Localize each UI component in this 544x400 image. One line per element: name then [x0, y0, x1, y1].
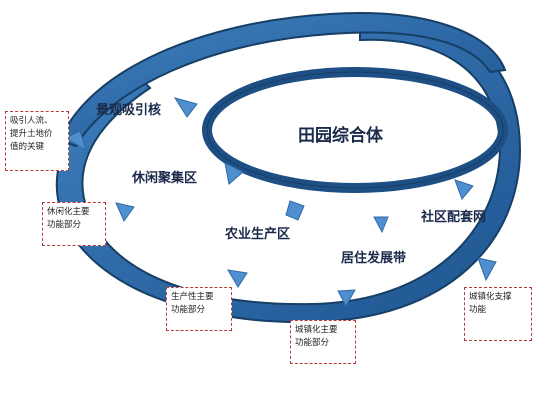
arrow-leisure: [224, 162, 244, 185]
arrow-right: [477, 257, 497, 282]
callout-leisure-function-text: 休闲化主要 功能部分: [47, 207, 90, 230]
callout-urban-support-text: 城镇化支撑 功能: [469, 292, 512, 315]
arrow-left-mid: [115, 202, 135, 223]
callout-urban-function-text: 城镇化主要 功能部分: [295, 325, 338, 348]
zone-landscape-label: 景观吸引核: [96, 103, 162, 118]
zone-residence-label: 居住发展带: [341, 251, 407, 266]
zone-leisure-label: 休闲聚集区: [132, 171, 198, 186]
zone-community-label: 社区配套网: [421, 210, 487, 225]
arrow-landscape: [173, 97, 198, 118]
callout-urban-function: 城镇化主要 功能部分: [290, 320, 356, 364]
center-title: 田园综合体: [298, 126, 383, 146]
arrow-residence: [373, 216, 389, 234]
zone-agriculture-label: 农业生产区: [225, 227, 291, 242]
arrow-bottom-mid: [337, 289, 356, 308]
callout-production-function-text: 生产性主要 功能部分: [171, 292, 214, 315]
arrow-agriculture: [285, 200, 305, 221]
callout-urban-support: 城镇化支撑 功能: [464, 287, 532, 341]
arrow-left-upper: [64, 130, 87, 152]
arrow-community: [454, 179, 474, 200]
callout-attract-text: 吸引人流、 提升土地价 值的关键: [10, 116, 53, 152]
outer-arc-top: [58, 12, 507, 148]
callout-attract: 吸引人流、 提升土地价 值的关键: [5, 111, 69, 171]
callout-leisure-function: 休闲化主要 功能部分: [42, 202, 106, 246]
callout-production-function: 生产性主要 功能部分: [166, 287, 232, 331]
arrow-bottom-left: [227, 269, 248, 288]
